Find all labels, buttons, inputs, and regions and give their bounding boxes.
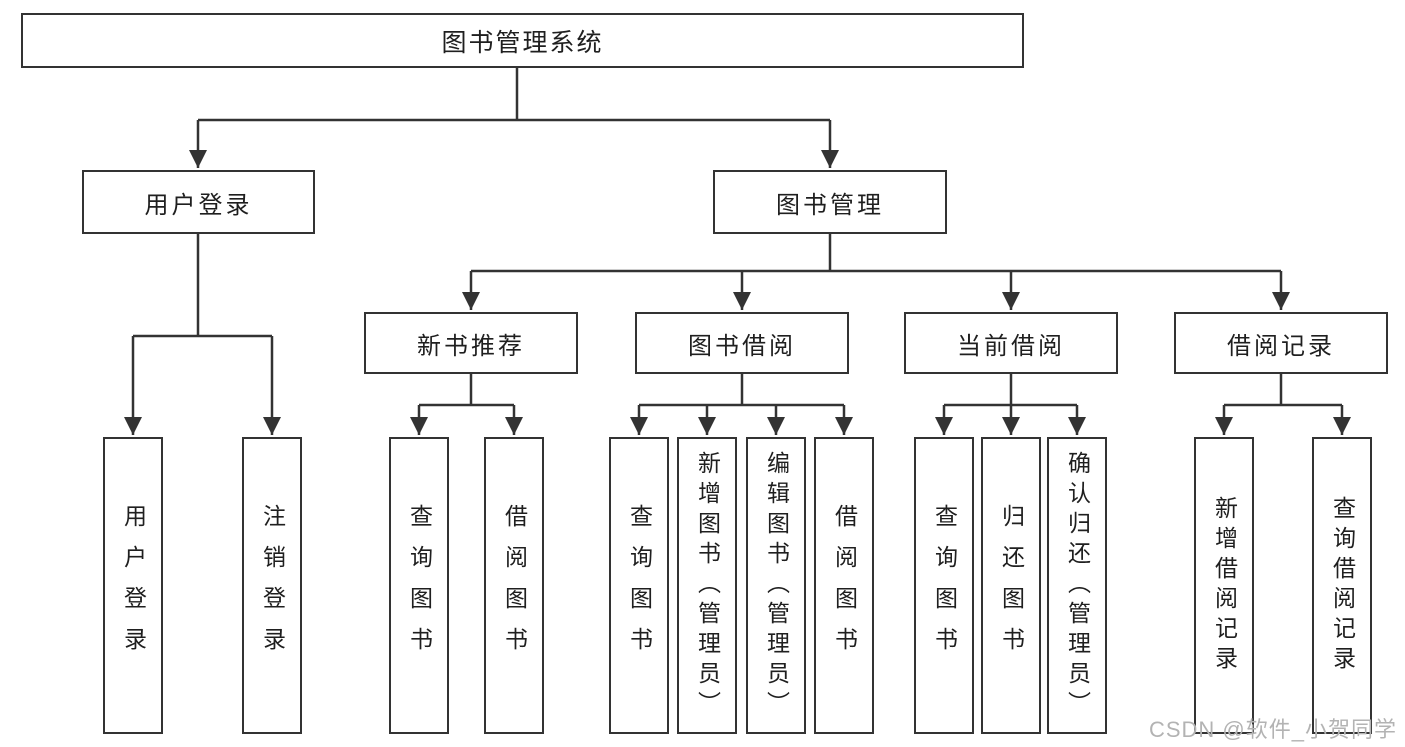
node-book-mgmt-label: 图书管理 (776, 191, 884, 219)
leaf-add-books-admin: 新增图书（管理员） (677, 437, 737, 734)
node-user-login: 用户登录 (82, 170, 315, 234)
node-library-system: 图书管理系统 (21, 13, 1024, 68)
leaf-confirm-return-admin: 确认归还（管理员） (1047, 437, 1107, 734)
watermark: CSDN @软件_小贺同学 (1148, 717, 1397, 742)
leaf-user-login: 用户登录 (103, 437, 163, 734)
leaf-borrow-books-2: 借阅图书 (814, 437, 874, 734)
leaf-query-books-3: 查询图书 (914, 437, 974, 734)
leaf-borrow-books-1-label: 借阅图书 (501, 503, 528, 668)
leaf-borrow-books-2-label: 借阅图书 (831, 503, 858, 668)
leaf-logout-label: 注销登录 (259, 503, 286, 668)
node-library-system-label: 图书管理系统 (441, 28, 604, 57)
node-current-borrow: 当前借阅 (904, 312, 1118, 374)
node-book-mgmt: 图书管理 (713, 170, 947, 234)
leaf-return-books-label: 归还图书 (998, 503, 1025, 668)
node-new-book-recommend: 新书推荐 (364, 312, 578, 374)
leaf-add-borrow-record-label: 新增借阅记录 (1211, 495, 1238, 676)
leaf-edit-books-admin-label: 编辑图书（管理员） (763, 450, 790, 721)
node-user-login-label: 用户登录 (144, 191, 253, 219)
leaf-user-login-label: 用户登录 (120, 503, 147, 668)
leaf-query-books-2: 查询图书 (609, 437, 669, 734)
leaf-add-books-admin-label: 新增图书（管理员） (694, 450, 721, 721)
leaf-confirm-return-admin-label: 确认归还（管理员） (1064, 450, 1091, 721)
leaf-add-borrow-record: 新增借阅记录 (1194, 437, 1254, 734)
leaf-query-books-1: 查询图书 (389, 437, 449, 734)
leaf-borrow-books-1: 借阅图书 (484, 437, 544, 734)
leaf-edit-books-admin: 编辑图书（管理员） (746, 437, 806, 734)
leaf-query-books-1-label: 查询图书 (406, 503, 433, 668)
leaf-return-books: 归还图书 (981, 437, 1041, 734)
leaf-query-borrow-record: 查询借阅记录 (1312, 437, 1372, 734)
node-new-book-recommend-label: 新书推荐 (417, 332, 525, 360)
leaf-logout: 注销登录 (242, 437, 302, 734)
node-borrow-records-label: 借阅记录 (1227, 332, 1335, 360)
node-current-borrow-label: 当前借阅 (957, 332, 1065, 360)
leaf-query-books-3-label: 查询图书 (931, 503, 958, 668)
leaf-query-borrow-record-label: 查询借阅记录 (1329, 495, 1356, 676)
node-book-borrow: 图书借阅 (635, 312, 849, 374)
leaf-query-books-2-label: 查询图书 (626, 503, 653, 668)
node-borrow-records: 借阅记录 (1174, 312, 1388, 374)
node-book-borrow-label: 图书借阅 (688, 332, 796, 360)
